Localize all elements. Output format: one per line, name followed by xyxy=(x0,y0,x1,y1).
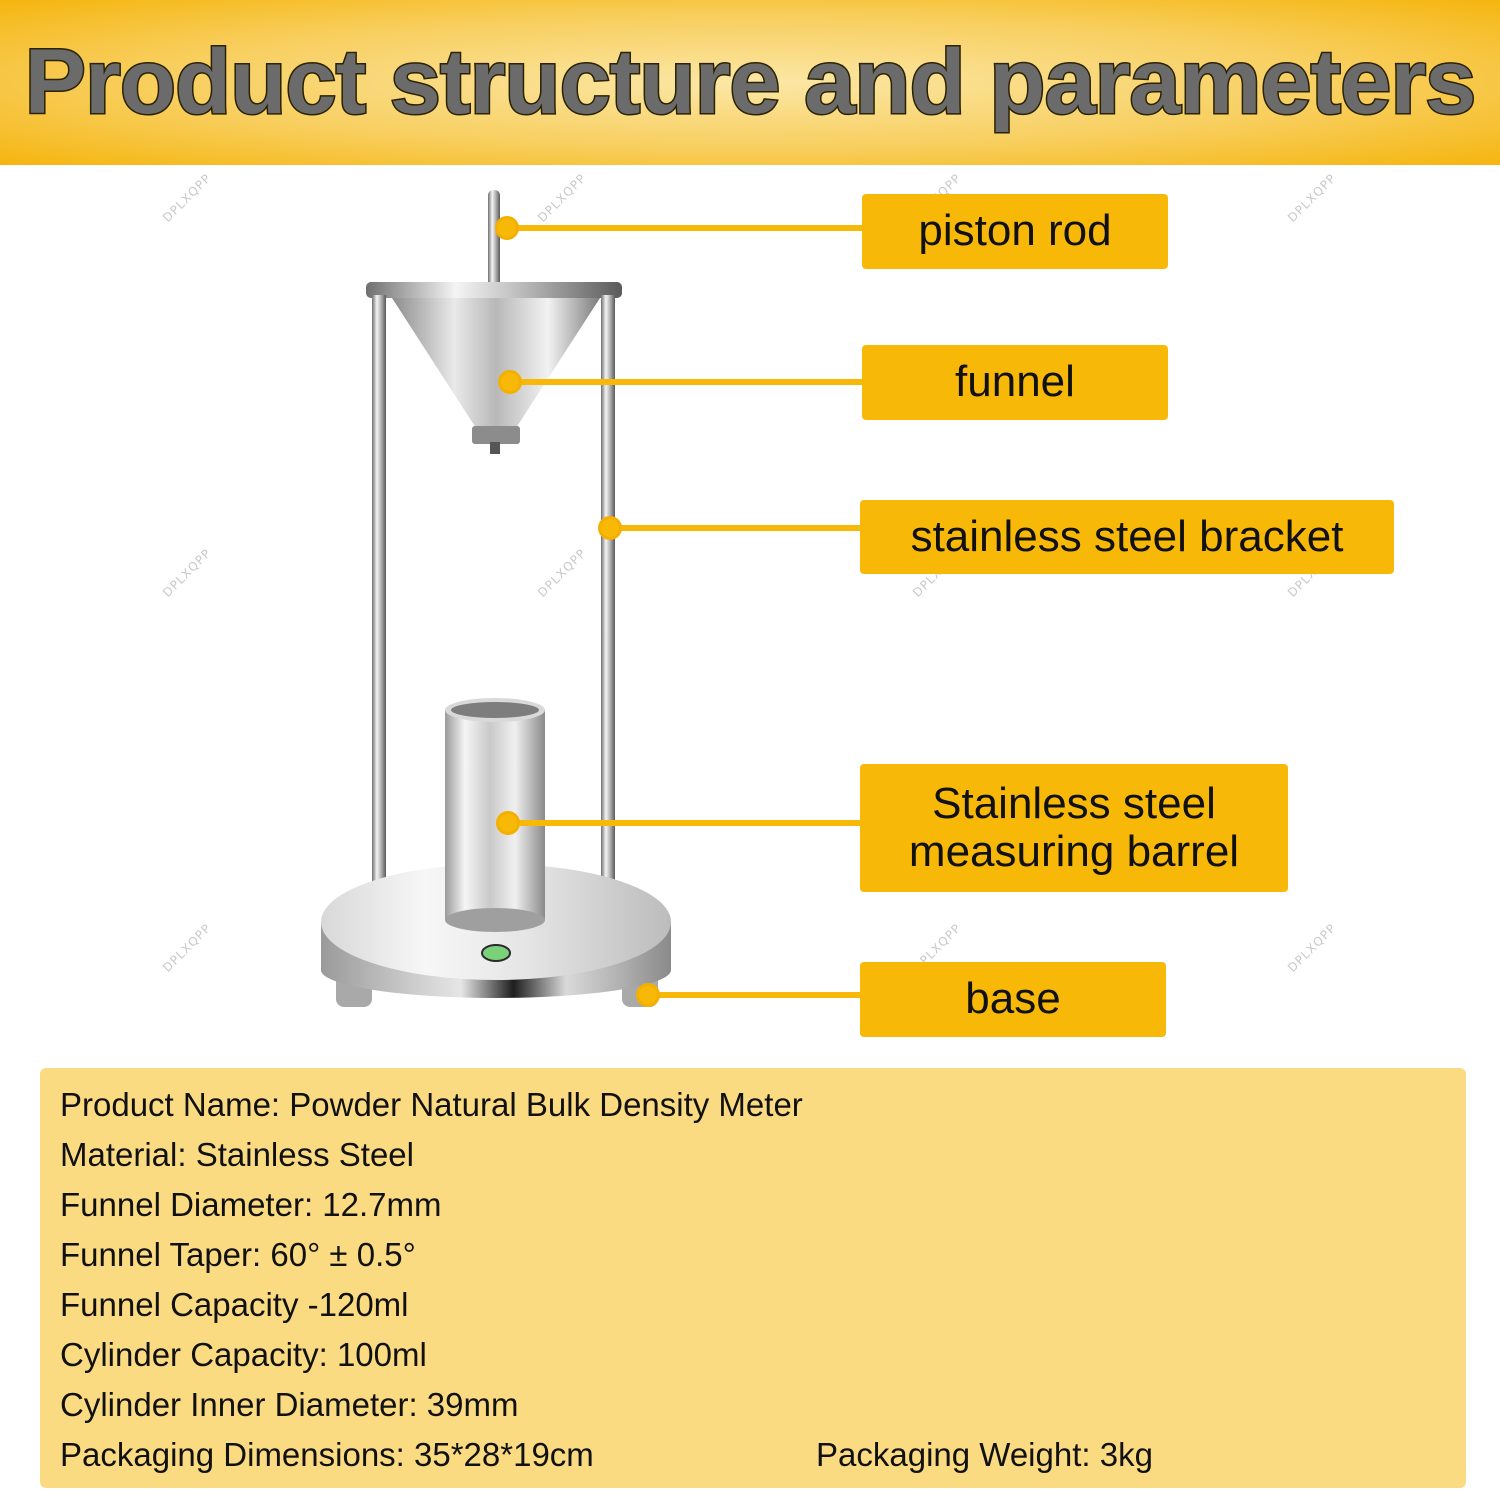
watermark: DPLXQPP xyxy=(160,920,214,975)
density-meter-illustration xyxy=(321,190,671,1007)
spec-packaging-weight: Packaging Weight: 3kg xyxy=(816,1436,1153,1473)
label-base: base xyxy=(860,962,1166,1037)
label-funnel: funnel xyxy=(862,345,1168,420)
spec-cylinder-inner-diameter: Cylinder Inner Diameter: 39mm xyxy=(60,1386,519,1423)
leader-line-base xyxy=(646,992,862,998)
header-banner xyxy=(0,0,1500,165)
spec-funnel-capacity: Funnel Capacity -120ml xyxy=(60,1286,409,1323)
leader-line-piston-rod xyxy=(505,225,865,231)
watermark: DPLXQPP xyxy=(1285,170,1339,225)
spec-material: Material: Stainless Steel xyxy=(60,1136,414,1173)
watermark: DPLXQPP xyxy=(160,545,214,600)
watermark: DPLXQPP xyxy=(1285,920,1339,975)
pointer-dot-base xyxy=(636,983,660,1007)
spec-funnel-diameter: Funnel Diameter: 12.7mm xyxy=(60,1186,442,1223)
label-measuring-barrel: Stainless steel measuring barrel xyxy=(860,764,1288,892)
leader-line-barrel xyxy=(506,820,862,826)
watermark: DPLXQPP xyxy=(160,170,214,225)
spec-panel: Product Name: Powder Natural Bulk Densit… xyxy=(40,1068,1466,1488)
page-title: Product structure and parameters xyxy=(23,30,1478,135)
pointer-dot-bracket xyxy=(598,516,622,540)
label-piston-rod: piston rod xyxy=(862,194,1168,269)
label-measuring-barrel-line1: Stainless steel xyxy=(932,778,1216,828)
pointer-dot-barrel xyxy=(496,811,520,835)
label-measuring-barrel-line2: measuring barrel xyxy=(908,827,1240,876)
label-stainless-steel-bracket: stainless steel bracket xyxy=(860,500,1394,574)
spec-packaging-dimensions: Packaging Dimensions: 35*28*19cm xyxy=(60,1436,594,1473)
leader-line-funnel xyxy=(508,379,864,385)
pointer-dot-funnel xyxy=(498,370,522,394)
spec-product-name: Product Name: Powder Natural Bulk Densit… xyxy=(60,1086,803,1123)
pointer-dot-piston-rod xyxy=(495,216,519,240)
spec-funnel-taper: Funnel Taper: 60° ± 0.5° xyxy=(60,1236,416,1273)
leader-line-bracket xyxy=(608,525,864,531)
spec-cylinder-capacity: Cylinder Capacity: 100ml xyxy=(60,1336,427,1373)
